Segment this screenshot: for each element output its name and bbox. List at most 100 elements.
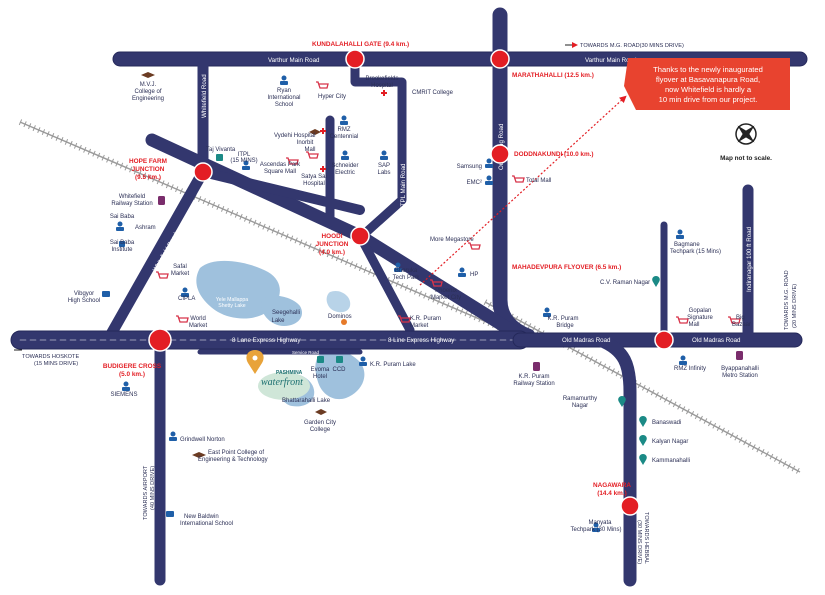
label-cipla: CIPLA (178, 296, 195, 302)
label-kundalahalli: KUNDALAHALLI GATE (9.4 km.) (312, 41, 409, 48)
label-sai-baba-ashram-2: Ashram (135, 225, 156, 231)
new-baldwin-school-icon (166, 511, 174, 517)
project-marker: PASHMINA waterfront (246, 350, 310, 400)
label-big-bazaar-1: Big (736, 315, 745, 321)
label-satya-sai-1: Satya Sai (301, 174, 327, 180)
ccd-icon (336, 356, 343, 363)
more-megastore-cart-icon (468, 242, 481, 250)
road-label-indiranagar: Indiranagar 100 ft Road (746, 226, 753, 292)
label-ascendas-2: Square Mall (264, 169, 296, 175)
manyata-icon-body (592, 528, 600, 532)
evoma-hotel-icon (317, 356, 324, 363)
label-seegehalli-2: Lake (271, 318, 285, 324)
label-bhoruka-1: Bhoruka (395, 268, 418, 274)
label-satya-sai-2: Hospital (303, 181, 325, 187)
label-schneider-1: Schneider (331, 163, 358, 169)
callout-box: Thanks to the newly inaugurated flyover … (419, 58, 790, 286)
label-vibgyor-1: Vibgyor (74, 291, 94, 297)
label-more-megastore: More Megastore (430, 237, 474, 243)
label-east-point-1: East Point College of (208, 450, 264, 456)
taj-vivanta-icon (216, 154, 223, 161)
label-mahadevpura: MAHADEVPURA FLYOVER (6.5 km.) (512, 264, 621, 271)
label-gopalan-3: Mall (688, 322, 699, 328)
dir-mg-road-top: TOWARDS M.G. ROAD(30 MINS DRIVE) (580, 43, 684, 49)
label-sai-baba-institute-1: Sai Baba (110, 240, 135, 246)
project-pin-icon (246, 350, 264, 374)
rmz-infinity-icon (680, 355, 686, 361)
road-label-itpl-main: ITPL Main Road (400, 163, 407, 208)
junction-kundalahalli (345, 49, 365, 69)
hyper-city-cart-icon (316, 81, 329, 89)
label-kammanahalli: Kammanahalli (652, 458, 690, 464)
label-rmz-infinity: RMZ Infinity (674, 366, 706, 372)
label-samsung: Samsung (457, 164, 482, 170)
direction-labels: TOWARDS M.G. ROAD(30 MINS DRIVE) TOWARDS… (14, 42, 798, 564)
itpl-icon-body (242, 166, 250, 170)
bagmane-icon-body (676, 235, 684, 239)
total-mall-cart-icon (512, 175, 525, 183)
dir-hoskote-2: (15 MINS DRIVE) (34, 361, 78, 367)
inorbit-cart-icon (306, 151, 319, 159)
kr-puram-lake-icon (360, 356, 366, 362)
phoenix-cart-icon (430, 279, 443, 287)
label-hyper-city: Hyper City (318, 94, 346, 100)
label-mvj-3: Engineering (132, 96, 164, 102)
label-cv-raman: C.V. Raman Nagar (600, 280, 650, 286)
big-bazaar-cart-icon (728, 316, 741, 324)
label-sap-1: SAP (378, 163, 390, 169)
label-rmz-centennial-1: RMZ (338, 127, 351, 133)
itpl-main-road (357, 175, 407, 241)
label-sap-2: Labs (377, 170, 390, 176)
label-brookefields-2: Hospital (371, 83, 393, 89)
label-bagmane-1: Bagmane (674, 242, 700, 248)
kr-puram-bridge-icon-body (543, 313, 551, 317)
safal-cart-icon (156, 271, 169, 279)
label-budigere-2: (5.0 km.) (119, 371, 145, 378)
label-doddanakundi: DODDNAKUNDI (10.0 km.) (514, 151, 594, 158)
landmark-labels: M.V.J. College of Engineering Ryan Inter… (68, 76, 759, 533)
label-new-baldwin-1: New Baldwin (184, 514, 219, 520)
sai-baba-icon-body (116, 227, 124, 231)
label-cmrit: CMRIT College (412, 90, 454, 96)
label-ascendas-1: Ascendas Park (260, 162, 301, 168)
junction-markers (148, 49, 674, 516)
label-safal-1: Safal (173, 264, 187, 270)
cipla-icon (182, 287, 188, 293)
yele-mallappa-lake (196, 260, 280, 319)
junction-old-madras (654, 330, 674, 350)
label-world-market-2: Market (189, 323, 208, 329)
label-kr-puram-station-1: K.R. Puram (518, 374, 549, 380)
label-yele-mallappa-1: Yele Mallappa (216, 297, 249, 303)
callout-line-4: 10 min drive from our project. (659, 95, 758, 104)
label-banaswadi: Banaswadi (652, 420, 681, 426)
kalyan-nagar-pin-icon (639, 435, 647, 446)
label-vibgyor-2: High School (68, 298, 100, 304)
ryan-school-icon-body (280, 81, 288, 85)
bhoruka-icon (395, 262, 401, 268)
label-itpl-1: ITPL (238, 152, 251, 158)
label-bhattarahalli: Bhattarahalli Lake (282, 398, 331, 404)
compass-needle-cross (737, 125, 755, 143)
dir-mg-road-right-2: (20 MINS DRIVE) (792, 284, 798, 328)
kr-puram-lake-water (315, 349, 365, 400)
label-seegehalli-1: Seegehalli (272, 310, 300, 316)
label-grindwell: Grindwell Norton (180, 437, 225, 443)
seegehalli-lake-water (261, 295, 303, 326)
hp-icon-body (458, 273, 466, 277)
garden-city-cap-icon (315, 409, 327, 415)
label-garden-city-1: Garden City (304, 420, 336, 426)
small-lake (326, 290, 351, 313)
junction-hope-farm (193, 162, 213, 182)
grindwell-icon-body (169, 437, 177, 441)
kr-puram-lake-icon-body (359, 362, 367, 366)
label-new-baldwin-2: International School (180, 521, 233, 527)
label-hope-farm-2: JUNCTION (132, 166, 165, 173)
itpl-icon (243, 160, 249, 166)
rmz-centennial-icon-body (340, 121, 348, 125)
junction-budigere (148, 328, 172, 352)
label-world-market-1: World (190, 316, 206, 322)
whitefield-road-south (104, 166, 209, 342)
road-label-old-madras-right: Old Madras Road (692, 337, 741, 344)
label-phoenix-2: Market City (431, 295, 461, 301)
